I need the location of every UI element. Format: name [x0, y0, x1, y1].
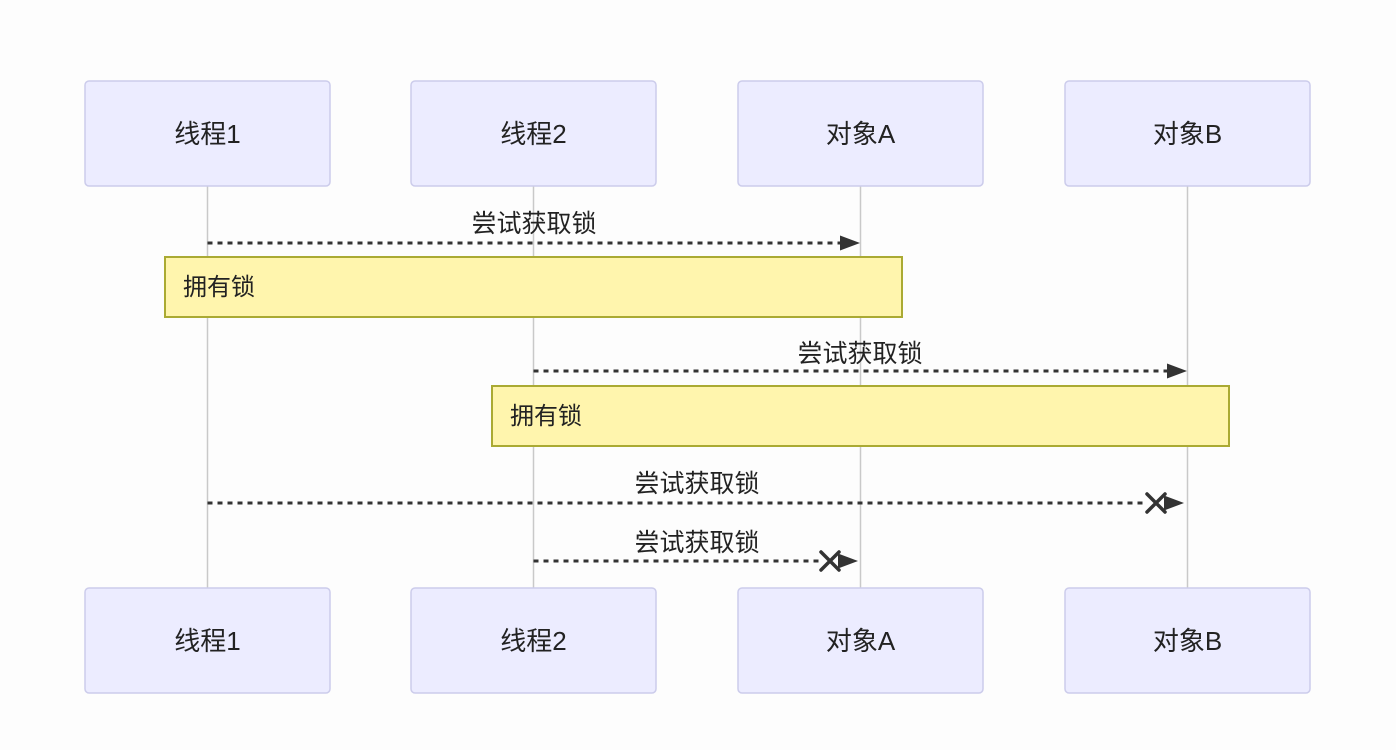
actors-bottom: 线程1 线程2 对象A 对象B [84, 587, 1311, 694]
actor-bottom-object-b-label: 对象B [1153, 626, 1222, 656]
actor-top-thread-1-label: 线程1 [174, 119, 240, 149]
actor-bottom-object-a: 对象A [737, 587, 984, 694]
actor-bottom-object-a-box [737, 587, 984, 694]
message-4: 尝试获取锁 [533, 529, 858, 572]
message-4-label: 尝试获取锁 [634, 529, 759, 557]
actor-top-object-a-label: 对象A [826, 119, 896, 149]
message-4-arrowhead-icon [838, 553, 858, 569]
note-1-box [164, 256, 903, 318]
message-4-blocked-cross-icon [819, 550, 841, 572]
actor-top-thread-2-label: 线程2 [500, 119, 566, 149]
actor-top-thread-1-box [84, 80, 331, 187]
message-3-label: 尝试获取锁 [634, 470, 759, 498]
note-1: 拥有锁 [164, 256, 903, 318]
actor-bottom-object-b-box [1064, 587, 1311, 694]
message-2-label: 尝试获取锁 [797, 340, 922, 368]
actor-bottom-thread-1: 线程1 [84, 587, 331, 694]
message-3-arrowhead-icon [1164, 495, 1184, 511]
message-1: 尝试获取锁 [207, 210, 860, 251]
actor-top-object-b: 对象B [1064, 80, 1311, 187]
actor-bottom-object-a-label: 对象A [826, 626, 896, 656]
actor-bottom-thread-2-label: 线程2 [500, 626, 566, 656]
actor-top-object-b-box [1064, 80, 1311, 187]
actor-top-thread-2-box [410, 80, 657, 187]
note-2-label: 拥有锁 [510, 403, 582, 430]
actor-bottom-thread-2: 线程2 [410, 587, 657, 694]
actor-top-object-a-box [737, 80, 984, 187]
actor-bottom-thread-1-box [84, 587, 331, 694]
actor-top-thread-2: 线程2 [410, 80, 657, 187]
actors-top: 线程1 线程2 对象A 对象B [84, 80, 1311, 187]
actor-top-thread-1: 线程1 [84, 80, 331, 187]
note-2-box [491, 385, 1230, 447]
note-1-label: 拥有锁 [183, 274, 255, 301]
actor-bottom-object-b: 对象B [1064, 587, 1311, 694]
message-1-arrowhead-icon [840, 235, 860, 251]
message-1-label: 尝试获取锁 [471, 210, 596, 238]
message-2: 尝试获取锁 [533, 340, 1187, 379]
actor-bottom-thread-2-box [410, 587, 657, 694]
message-3: 尝试获取锁 [207, 470, 1184, 514]
actor-bottom-thread-1-label: 线程1 [174, 626, 240, 656]
actor-top-object-a: 对象A [737, 80, 984, 187]
note-2: 拥有锁 [491, 385, 1230, 447]
message-2-arrowhead-icon [1167, 363, 1187, 379]
actor-top-object-b-label: 对象B [1153, 119, 1222, 149]
message-3-blocked-cross-icon [1145, 492, 1167, 514]
